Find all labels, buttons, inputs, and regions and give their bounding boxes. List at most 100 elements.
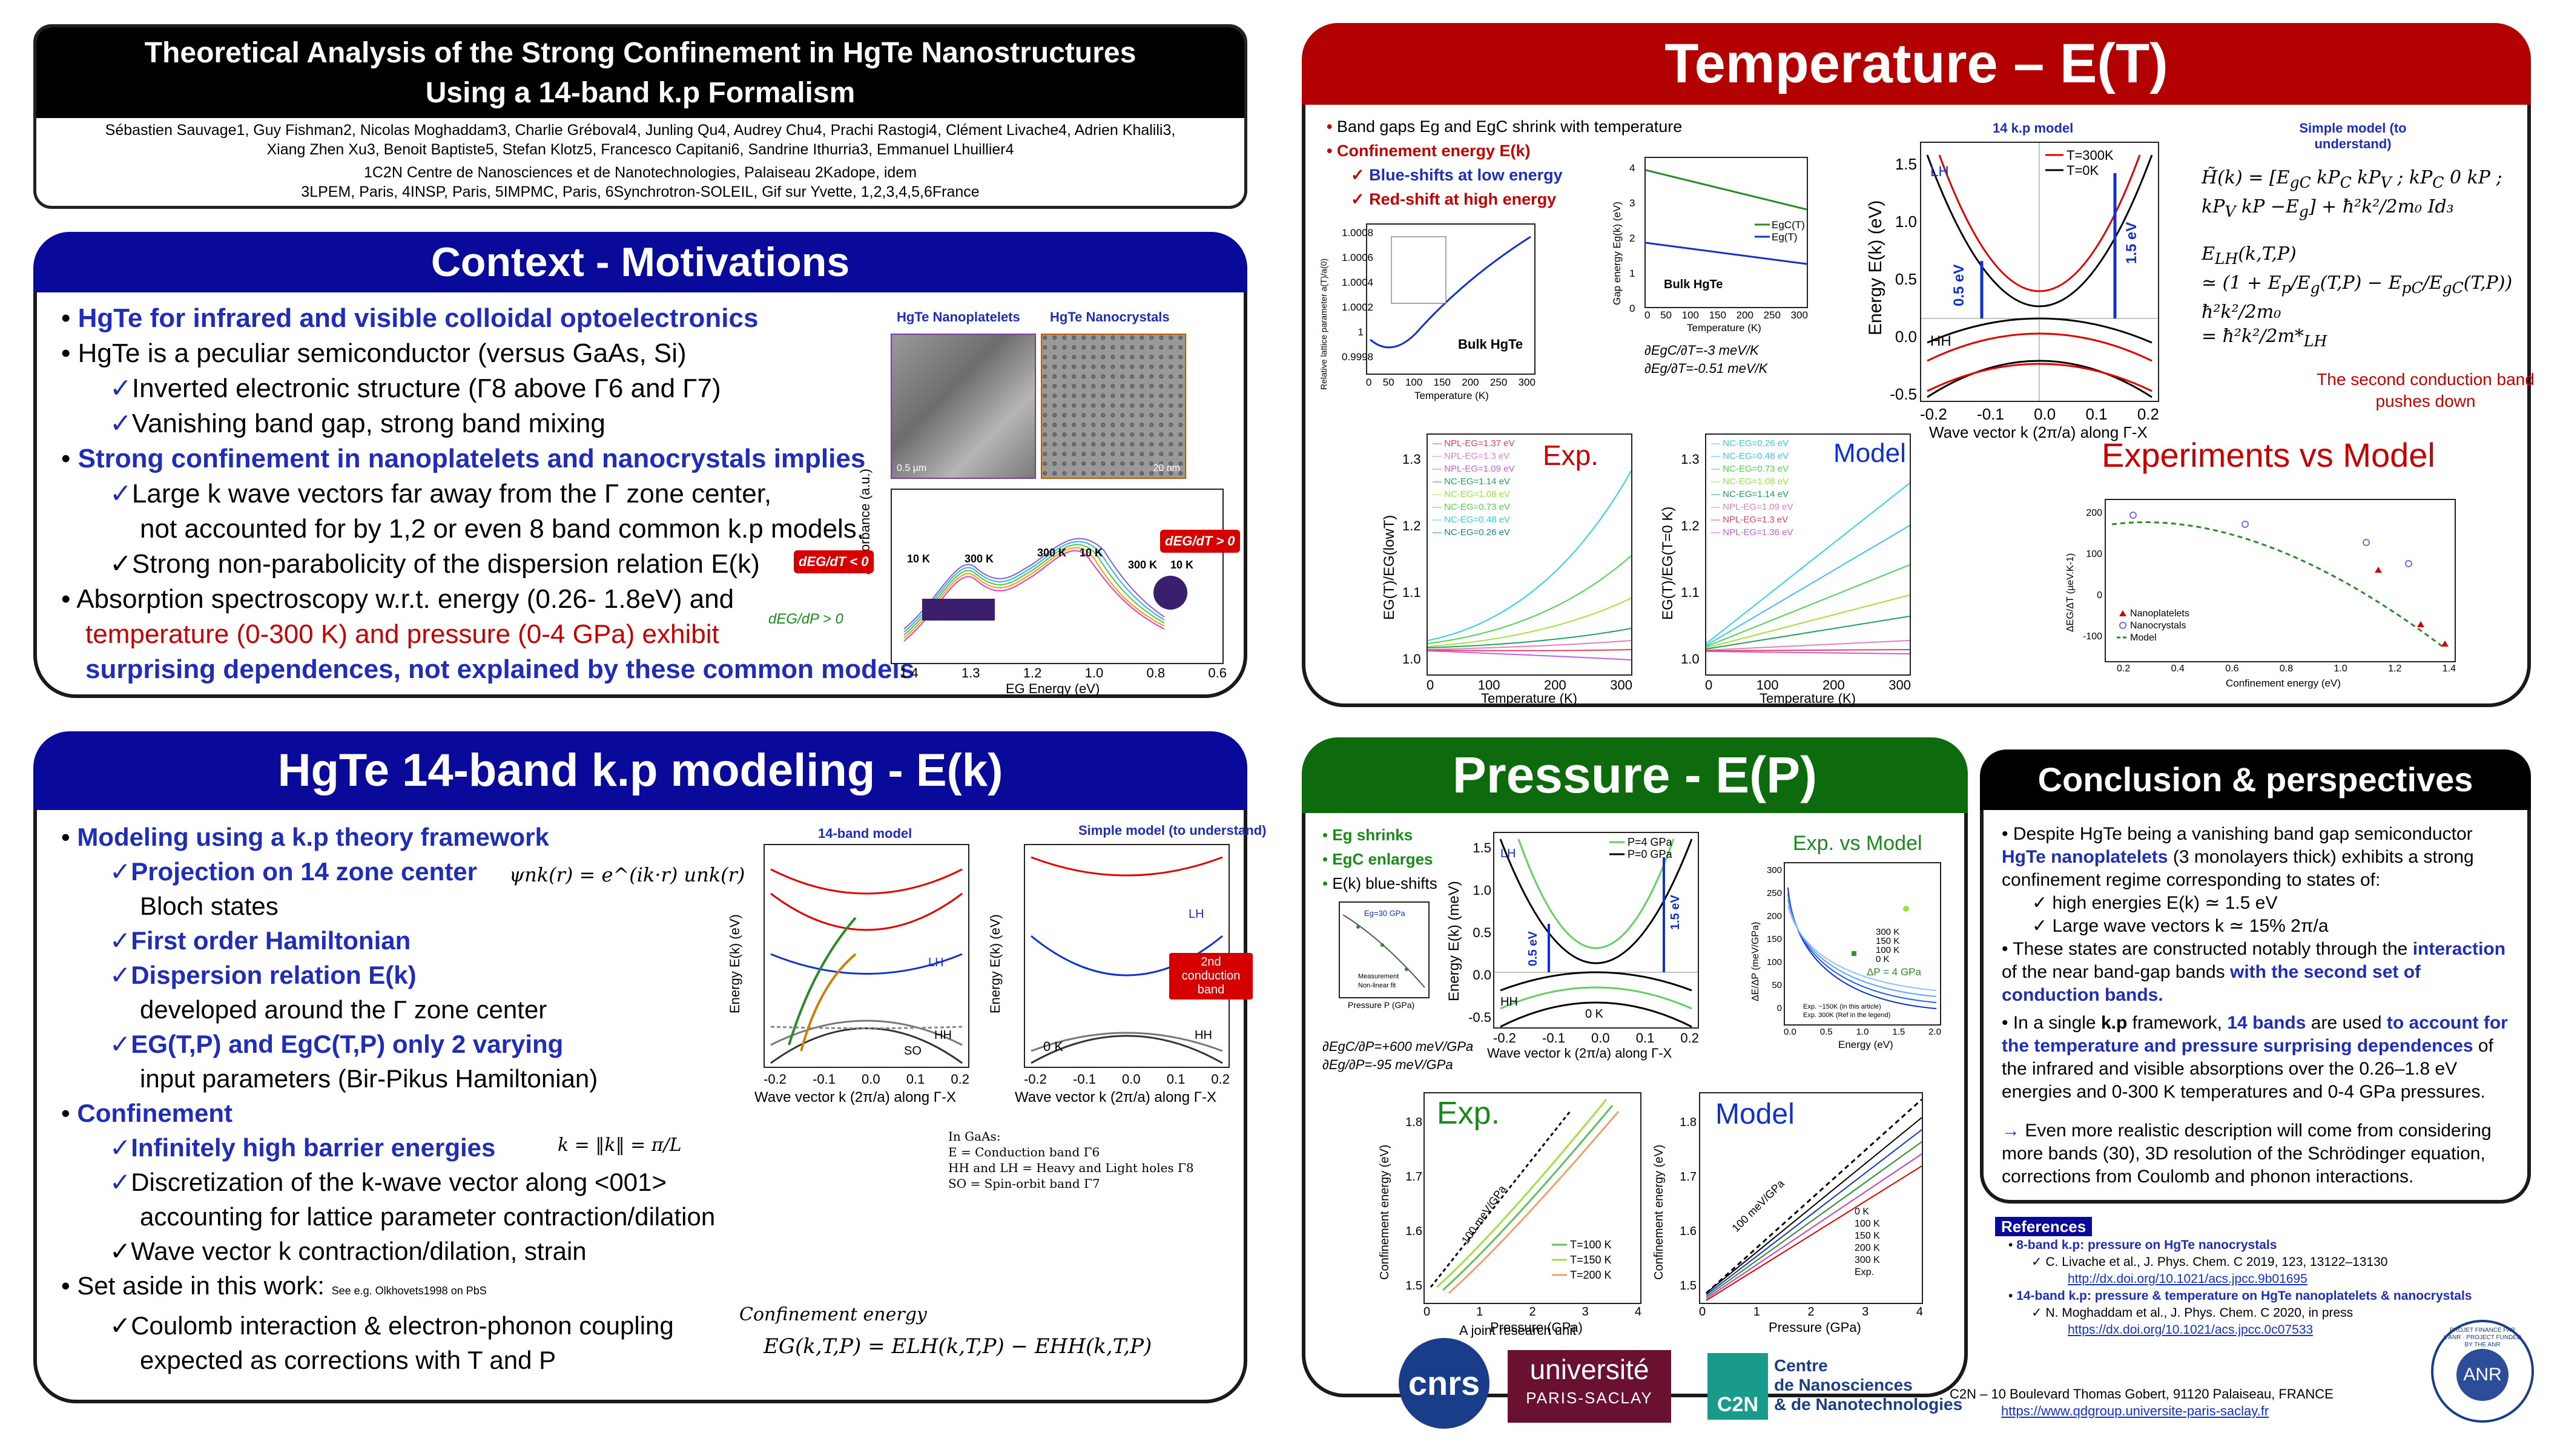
- kp-ylabel: Energy E(k) (eV): [1865, 200, 1885, 335]
- abs-label-300c: 300 K: [965, 553, 994, 565]
- evm-legend-model: Model: [2130, 633, 2157, 643]
- abs-label-300a: 300 K: [1037, 547, 1066, 559]
- exp-label: Exp.: [1543, 440, 1598, 471]
- band-left-ylabel: Energy E(k) (eV): [727, 914, 742, 1013]
- ce-exp-label: Exp.: [1437, 1096, 1500, 1131]
- model-line-4: ✓Dispersion relation E(k): [110, 961, 417, 989]
- context-line-10: surprising dependences, not explained by…: [85, 654, 915, 684]
- simple-hamiltonian: H̃(k) = [EgC kPC kPV ; kPC 0 kP ; kPV kP…: [2202, 167, 2513, 350]
- header-title-line1: Theoretical Analysis of the Strong Confi…: [144, 37, 1136, 69]
- ce-exp-xlabel: Pressure (GPa): [1490, 1320, 1583, 1335]
- conclusion-panel: Conclusion & perspectives • Despite HgTe…: [1980, 749, 2531, 1204]
- anr-text: ANR: [2456, 1349, 2509, 1401]
- ce-exp-slope: 100 meV/GPa: [1459, 1182, 1509, 1246]
- ref1-link[interactable]: http://dx.doi.org/10.1021/acs.jpcc.9b016…: [2068, 1272, 2307, 1286]
- pband-ylabel: Energy E(k) (meV): [1446, 881, 1462, 1001]
- p-evm-plot: 300 K 150 K 100 K 0 K ΔP = 4 GPa Exp. ~1…: [1784, 862, 1941, 1026]
- band-right-plot: LH HH 0 K: [1024, 844, 1230, 1068]
- pressure-slopes: ∂EgC/∂P=+600 meV/GPa ∂Eg/∂P=-95 meV/GPa: [1322, 1039, 1474, 1072]
- ref2-link[interactable]: https://dx.doi.org/10.1021/acs.jpcc.0c07…: [2068, 1323, 2314, 1337]
- model-line-1: ✓Projection on 14 zone center: [110, 857, 478, 886]
- p-evm-title: Exp. vs Model: [1793, 832, 1922, 855]
- ce-model-plot: Model 100 meV/GPa 0 K 100 K 150 K 200 K …: [1699, 1092, 1923, 1304]
- context-line-1: • HgTe is a peculiar semiconductor (vers…: [61, 338, 687, 368]
- ce-model-svg: Model 100 meV/GPa 0 K 100 K 150 K 200 K …: [1705, 1098, 1923, 1301]
- c2n-name: Centre de Nanosciences & de Nanotechnolo…: [1774, 1356, 1963, 1414]
- conclusion-title: Conclusion & perspectives: [2037, 760, 2473, 799]
- context-line-9: temperature (0-300 K) and pressure (0-4 …: [85, 619, 719, 649]
- p-evm-svg: 300 K 150 K 100 K 0 K ΔP = 4 GPa Exp. ~1…: [1787, 887, 1937, 1019]
- abs-label-300b: 300 K: [1128, 559, 1157, 571]
- abs-label-10c: 10 K: [1170, 559, 1193, 571]
- pressure-band-plot: 0.5 eV 1.5 eV LH HH 0 K P=4 GPa P=0 GPa: [1493, 832, 1699, 1029]
- model-line-13: • Set aside in this work: See e.g. Olkho…: [61, 1271, 487, 1300]
- gap-legend-eg: Eg(T): [1772, 231, 1798, 243]
- kp-xlabel: Wave vector k (2π/a) along Γ-X: [1929, 423, 2148, 441]
- header-authors-line1: Sébastien Sauvage1, Guy Fishman2, Nicola…: [105, 122, 1176, 139]
- context-line-3: ✓Vanishing band gap, strong band mixing: [110, 409, 605, 438]
- eq-psi: ψnk(r) = e^(ik·r) unk(r): [509, 863, 745, 886]
- gap-line-eg: [1645, 242, 1807, 265]
- pressure-bullets: • Eg shrinks • EgC enlarges • E(k) blue-…: [1322, 823, 1437, 895]
- gaas-note: In GaAs: E = Conduction band Γ6 HH and L…: [948, 1129, 1194, 1191]
- conc-p4: → Even more realistic description will c…: [2002, 1121, 2492, 1187]
- conc-p1: • Despite HgTe being a vanishing band ga…: [2002, 824, 2474, 890]
- band-left-plot: LH HH SO: [764, 844, 969, 1068]
- context-bullets: • HgTe for infrared and visible colloida…: [61, 301, 915, 687]
- img-label-crystals: HgTe Nanocrystals: [1050, 309, 1170, 324]
- model-line-11: accounting for lattice parameter contrac…: [140, 1202, 716, 1231]
- ce-model-legend-300: 300 K: [1855, 1255, 1880, 1265]
- absorption-svg: 300 K 300 K 10 K 300 K 10 K 10 K: [903, 538, 1193, 642]
- kp-svg: 0.5 eV 1.5 eV LH HH T=300K T=0K: [1921, 143, 2158, 401]
- ce-model-legend-150: 150 K: [1855, 1231, 1880, 1241]
- context-line-6: not accounted for by 1,2 or even 8 band …: [140, 514, 865, 544]
- modeling-title-bar: HgTe 14-band k.p modeling - E(k): [33, 731, 1247, 810]
- model-ratio-svg: Model: [1706, 438, 1910, 654]
- abs-xlabel: EG Energy (eV): [1006, 681, 1100, 696]
- lattice-ylabel: Relative lattice parameter a(T)/a(0): [1319, 258, 1328, 390]
- second-band-note: The second conduction band pushes down: [2317, 370, 2535, 410]
- kp-hh: HH: [1930, 333, 1951, 349]
- abs-label-10b: 10 K: [1080, 547, 1103, 559]
- band-right-0k: 0 K: [1043, 1039, 1063, 1054]
- gap-ylabel: Gap energy Eg(k) (eV): [1611, 201, 1623, 305]
- band-left-so: SO: [904, 1044, 922, 1058]
- p-0k: 0 K: [1585, 1007, 1604, 1021]
- anr-ring-text: PROJET FINANCÉ PAR L'ANR · PROJECT FUNDE…: [2443, 1327, 2522, 1348]
- ce-model-label: Model: [1715, 1098, 1795, 1130]
- header-affil-line1: 1C2N Centre de Nanosciences et de Nanote…: [363, 164, 917, 181]
- ce-model-legend-0: 0 K: [1855, 1207, 1869, 1217]
- temperature-title-bar: Temperature – E(T): [1302, 23, 2531, 105]
- references-title: References: [1995, 1217, 2093, 1236]
- p-evm-legend-0: 0 K: [1876, 954, 1890, 964]
- inset-eg-label: Eg=30 GPa: [1364, 909, 1405, 918]
- ce-model-ylabel: Confinement energy (eV): [1652, 1144, 1666, 1280]
- model-line-9: ✓Infinitely high barrier energies: [110, 1133, 496, 1162]
- references: References • 8-band k.p: pressure on HgT…: [1995, 1217, 2528, 1339]
- header-title-bar: Theoretical Analysis of the Strong Confi…: [36, 27, 1244, 118]
- band-left-svg: LH HH SO: [770, 868, 963, 1064]
- scale-left: 0.5 µm: [897, 463, 927, 473]
- model-line-0: • Modeling using a k.p theory framework: [61, 823, 549, 851]
- temp-bullets: • Band gaps Eg and EgC shrink with tempe…: [1327, 114, 1682, 211]
- p-legend-4: P=4 GPa: [1628, 836, 1673, 848]
- exp-legend: — NPL-EG=1.37 eV — NPL-EG=1.3 eV — NPL-E…: [1433, 438, 1515, 538]
- footer-url[interactable]: https://www.qdgroup.universite-paris-sac…: [2001, 1403, 2269, 1418]
- conc-c2: ✓ Large wave vectors k ≃ 15% 2π/a: [2032, 916, 2329, 936]
- ce-exp-svg: Exp. 100 meV/GPa T=100 K T=150 K T=200 K: [1430, 1096, 1620, 1294]
- ce-exp-ylabel: Confinement energy (eV): [1378, 1144, 1391, 1280]
- kp-arrow-05-label: 0.5 eV: [1951, 265, 1967, 306]
- kp-arrow-15-label: 1.5 eV: [2123, 222, 2140, 264]
- model-ratio-xlabel: Temperature (K): [1760, 691, 1856, 706]
- kp-legend-0: T=0K: [2067, 163, 2099, 178]
- inset-legend-fit: Non-linear fit: [1358, 982, 1396, 989]
- eq-conf-label: Confinement energy: [739, 1304, 927, 1325]
